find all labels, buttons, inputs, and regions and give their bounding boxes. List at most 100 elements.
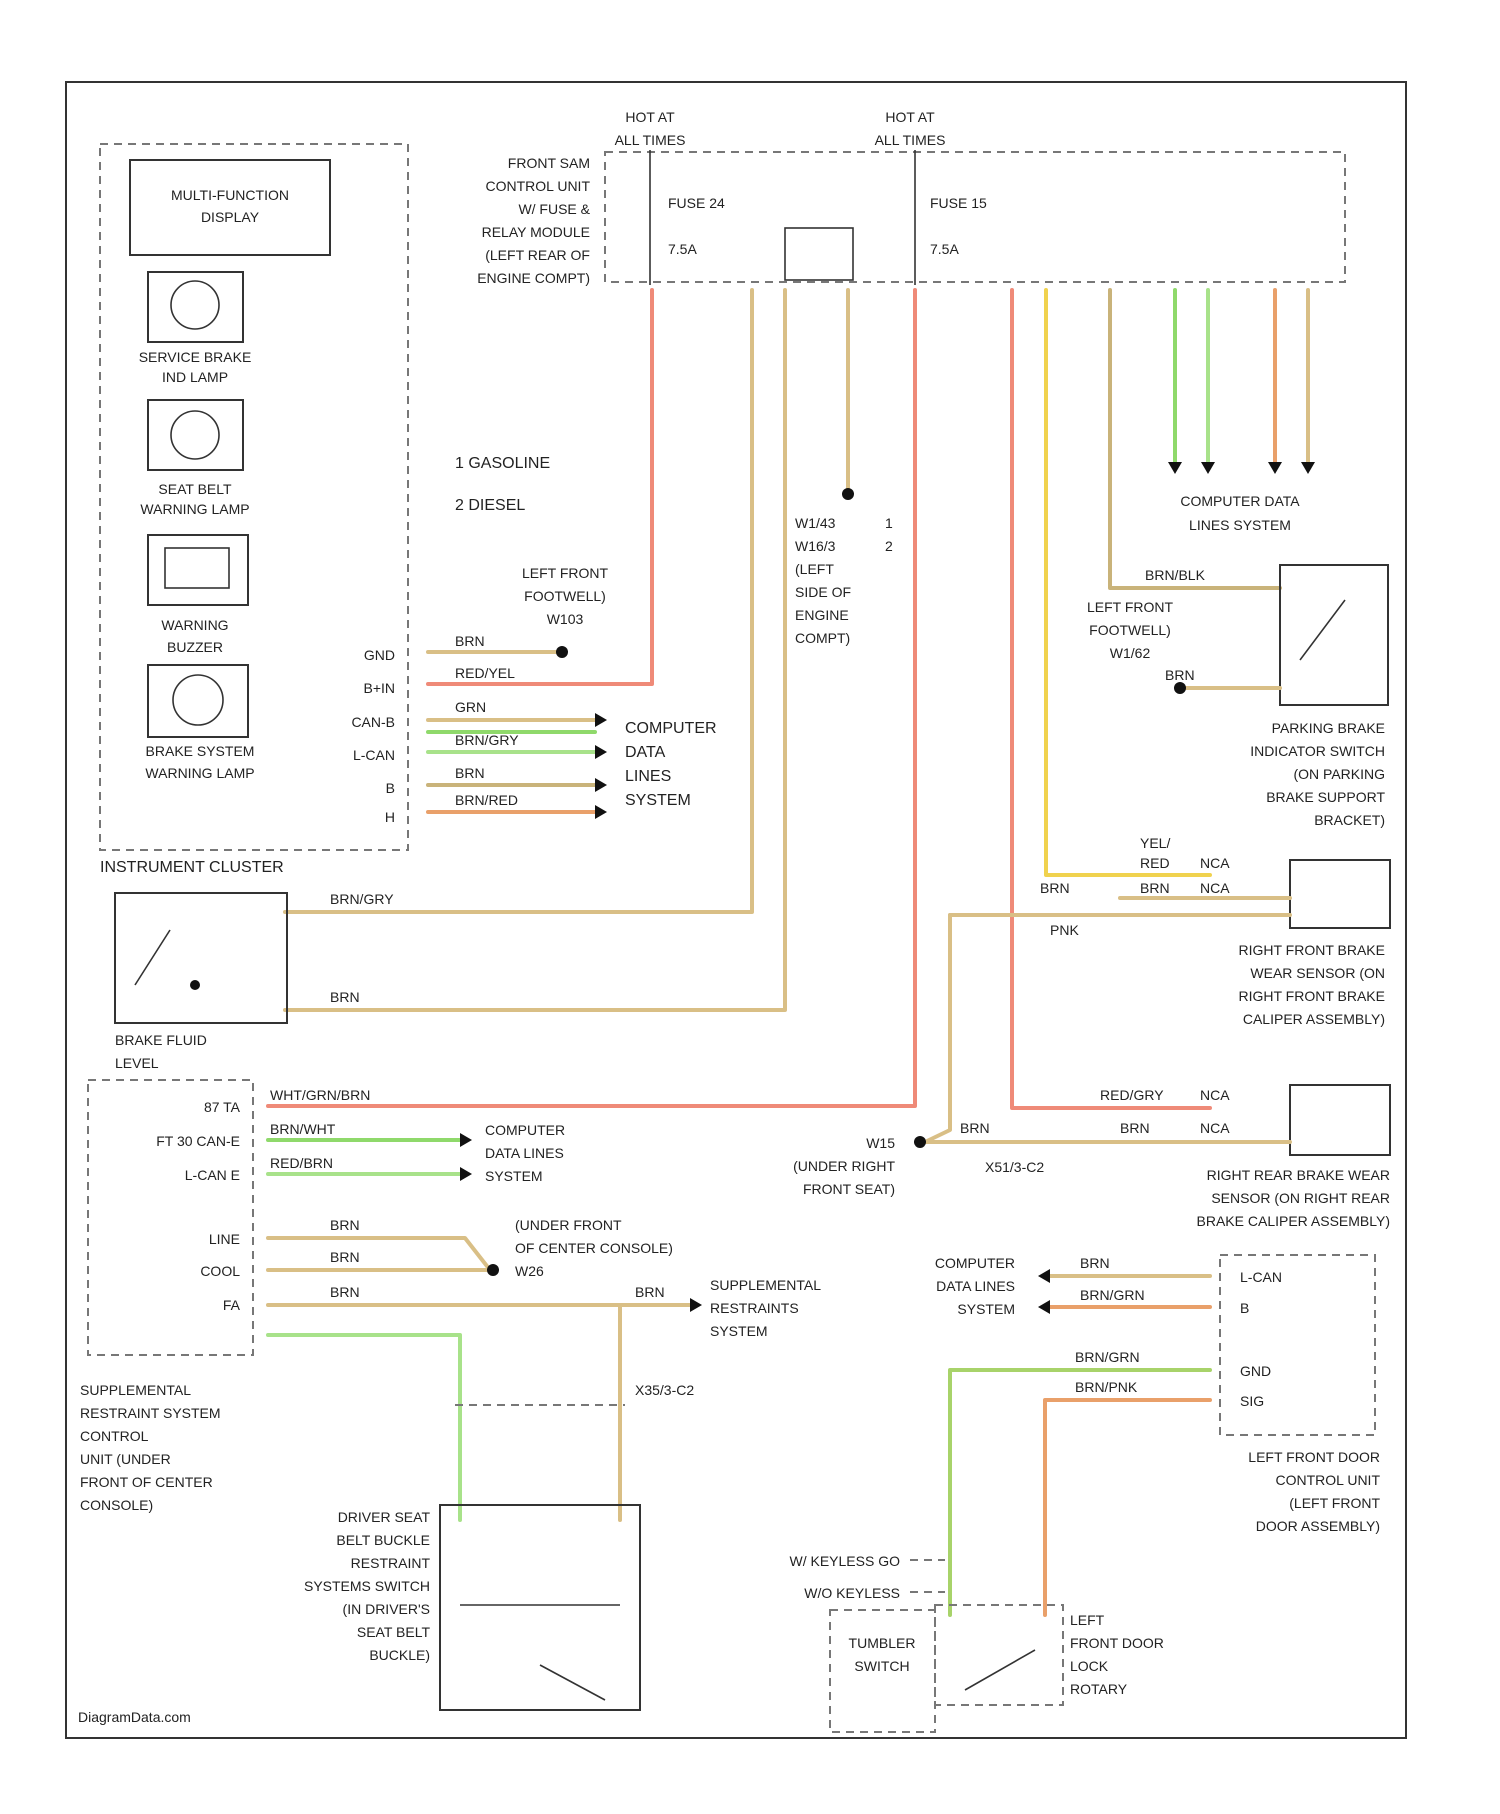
- svg-text:COMPT): COMPT): [795, 630, 850, 646]
- svg-text:ROTARY: ROTARY: [1070, 1681, 1128, 1697]
- pin-can-b: CAN-B: [351, 714, 395, 730]
- brake-fluid-level-switch: [115, 893, 287, 1023]
- seat-belt-label-2: WARNING LAMP: [140, 501, 249, 517]
- brake-system-label-1: BRAKE SYSTEM: [146, 743, 255, 759]
- svg-text:SIDE OF: SIDE OF: [795, 584, 851, 600]
- svg-text:OF CENTER CONSOLE): OF CENTER CONSOLE): [515, 1240, 673, 1256]
- svg-text:SYSTEM: SYSTEM: [485, 1168, 543, 1184]
- wire-label-nca-3: NCA: [1200, 1087, 1230, 1103]
- wire-label-redbrn: RED/BRN: [270, 1155, 333, 1171]
- legend-diesel: 2 DIESEL: [455, 497, 525, 514]
- svg-text:LINES SYSTEM: LINES SYSTEM: [1189, 517, 1291, 533]
- wire-label-brngry-1: BRN/GRY: [455, 732, 519, 748]
- rr-wear-label: RIGHT REAR BRAKE WEAR SENSOR (ON RIGHT R…: [1197, 1167, 1390, 1229]
- legend-gasoline: 1 GASOLINE: [455, 455, 550, 472]
- wire-label-brn-3: BRN: [330, 989, 360, 1005]
- svg-text:SENSOR (ON RIGHT REAR: SENSOR (ON RIGHT REAR: [1211, 1190, 1390, 1206]
- hot-label-1b: ALL TIMES: [615, 132, 686, 148]
- svg-text:DRIVER SEAT: DRIVER SEAT: [338, 1509, 431, 1525]
- svg-text:DATA LINES: DATA LINES: [936, 1278, 1015, 1294]
- svg-text:(UNDER FRONT: (UNDER FRONT: [515, 1217, 622, 1233]
- svg-text:BRAKE SUPPORT: BRAKE SUPPORT: [1266, 789, 1385, 805]
- wire-label-yelred-1: YEL/: [1140, 835, 1170, 851]
- cdl-top-label: COMPUTER DATA LINES SYSTEM: [1180, 493, 1300, 533]
- svg-text:SUPPLEMENTAL: SUPPLEMENTAL: [80, 1382, 191, 1398]
- svg-text:TUMBLER: TUMBLER: [849, 1635, 916, 1651]
- svg-text:LEFT FRONT: LEFT FRONT: [522, 565, 609, 581]
- svg-text:(UNDER RIGHT: (UNDER RIGHT: [793, 1158, 895, 1174]
- svg-text:2: 2: [885, 538, 893, 554]
- cdl-main-label: COMPUTER DATA LINES SYSTEM: [625, 720, 717, 809]
- wire-label-brnpnk: BRN/PNK: [1075, 1379, 1138, 1395]
- brake-system-lamp-icon: [173, 675, 223, 725]
- svg-text:FOOTWELL): FOOTWELL): [1089, 622, 1171, 638]
- wire-label-brn-4: BRN: [1165, 667, 1195, 683]
- wire-brn-blk-parking: [1110, 290, 1280, 588]
- wire-label-brn-13: BRN: [1080, 1255, 1110, 1271]
- service-brake-lamp-box: [148, 272, 243, 342]
- svg-text:GND: GND: [1240, 1363, 1271, 1379]
- svg-text:FOOTWELL): FOOTWELL): [524, 588, 606, 604]
- mfd-label-2: DISPLAY: [201, 209, 260, 225]
- svg-text:LEFT: LEFT: [1070, 1612, 1105, 1628]
- sam-control-unit-box: [605, 152, 1345, 282]
- svg-text:FRONT SAM: FRONT SAM: [508, 155, 590, 171]
- wire-label-nca-1: NCA: [1200, 855, 1230, 871]
- svg-text:COOL: COOL: [200, 1263, 240, 1279]
- svg-text:(LEFT: (LEFT: [795, 561, 834, 577]
- svg-text:RESTRAINT: RESTRAINT: [351, 1555, 431, 1571]
- parking-brake-switch: [1280, 565, 1388, 705]
- door-lock-rotary-box: [935, 1605, 1063, 1705]
- svg-text:FRONT DOOR: FRONT DOOR: [1070, 1635, 1164, 1651]
- svg-text:BRAKE CALIPER ASSEMBLY): BRAKE CALIPER ASSEMBLY): [1197, 1213, 1390, 1229]
- buckle-switch: [440, 1505, 640, 1710]
- service-brake-label-1: SERVICE BRAKE: [139, 349, 252, 365]
- door-unit-label: LEFT FRONT DOOR CONTROL UNIT (LEFT FRONT…: [1248, 1449, 1380, 1534]
- instrument-cluster-label: INSTRUMENT CLUSTER: [100, 859, 284, 876]
- wire-label-x-c1: X51/3-C2: [985, 1159, 1044, 1175]
- buckle-label: DRIVER SEAT BELT BUCKLE RESTRAINT SYSTEM…: [304, 1509, 430, 1663]
- wire-label-brn-8: BRN: [960, 1120, 990, 1136]
- srs-pins: 87 TA FT 30 CAN-E L-CAN E LINE COOL FA: [156, 1099, 240, 1313]
- lf-footwell-ground-label: LEFT FRONT FOOTWELL) W103: [522, 565, 609, 627]
- svg-text:LEFT FRONT: LEFT FRONT: [1087, 599, 1174, 615]
- svg-text:SUPPLEMENTAL: SUPPLEMENTAL: [710, 1277, 821, 1293]
- svg-text:LEVEL: LEVEL: [115, 1055, 159, 1071]
- svg-text:RESTRAINT SYSTEM: RESTRAINT SYSTEM: [80, 1405, 221, 1421]
- svg-text:BRACKET): BRACKET): [1314, 812, 1385, 828]
- wire-label-brn-10: BRN: [330, 1249, 360, 1265]
- svg-text:CONTROL: CONTROL: [80, 1428, 149, 1444]
- engine-ground-label: W1/43 W16/3 (LEFT SIDE OF ENGINE COMPT) …: [795, 515, 893, 646]
- svg-text:W103: W103: [547, 611, 584, 627]
- wire-label-brngry-2: BRN/GRY: [330, 891, 394, 907]
- no-keyless-label: W/O KEYLESS: [804, 1585, 900, 1601]
- wire-label-brn-11: BRN: [330, 1284, 360, 1300]
- wire-label-brn-2: BRN: [455, 765, 485, 781]
- srs-unit-label: SUPPLEMENTAL RESTRAINT SYSTEM CONTROL UN…: [80, 1382, 221, 1513]
- parking-brake-label: PARKING BRAKE INDICATOR SWITCH (ON PARKI…: [1250, 720, 1385, 828]
- svg-text:FA: FA: [223, 1297, 241, 1313]
- wire-label-brngrn-2: BRN/GRN: [1075, 1349, 1140, 1365]
- wire-label-brnred: BRN/RED: [455, 792, 518, 808]
- svg-text:LINES: LINES: [625, 768, 671, 785]
- wire-label-pnk: PNK: [1050, 922, 1079, 938]
- svg-text:COMPUTER: COMPUTER: [625, 720, 717, 737]
- cdl-door-label: COMPUTER DATA LINES SYSTEM: [935, 1255, 1015, 1317]
- sam-label: FRONT SAM CONTROL UNIT W/ FUSE & RELAY M…: [477, 155, 590, 286]
- console-ground-label: (UNDER FRONT OF CENTER CONSOLE) W26: [515, 1217, 673, 1279]
- svg-text:LINE: LINE: [209, 1231, 240, 1247]
- wire-rf-pnk-to-ground: [925, 915, 950, 1142]
- wire-red-srs-87: [268, 290, 915, 1106]
- svg-text:(ON PARKING: (ON PARKING: [1293, 766, 1385, 782]
- svg-text:ENGINE: ENGINE: [795, 607, 849, 623]
- svg-text:B: B: [1240, 1300, 1249, 1316]
- svg-text:COMPUTER: COMPUTER: [935, 1255, 1015, 1271]
- rf-brake-wear-sensor: [1290, 860, 1390, 928]
- svg-text:FRONT SEAT): FRONT SEAT): [803, 1181, 895, 1197]
- svg-text:W1/62: W1/62: [1110, 645, 1151, 661]
- under-seat-ground-label: W15 (UNDER RIGHT FRONT SEAT): [793, 1135, 895, 1197]
- mfd-label-1: MULTI-FUNCTION: [171, 187, 289, 203]
- svg-text:CONTROL UNIT: CONTROL UNIT: [486, 178, 591, 194]
- lock-label: LEFT FRONT DOOR LOCK ROTARY: [1070, 1612, 1164, 1697]
- fuse-15-label: FUSE 15: [930, 195, 987, 211]
